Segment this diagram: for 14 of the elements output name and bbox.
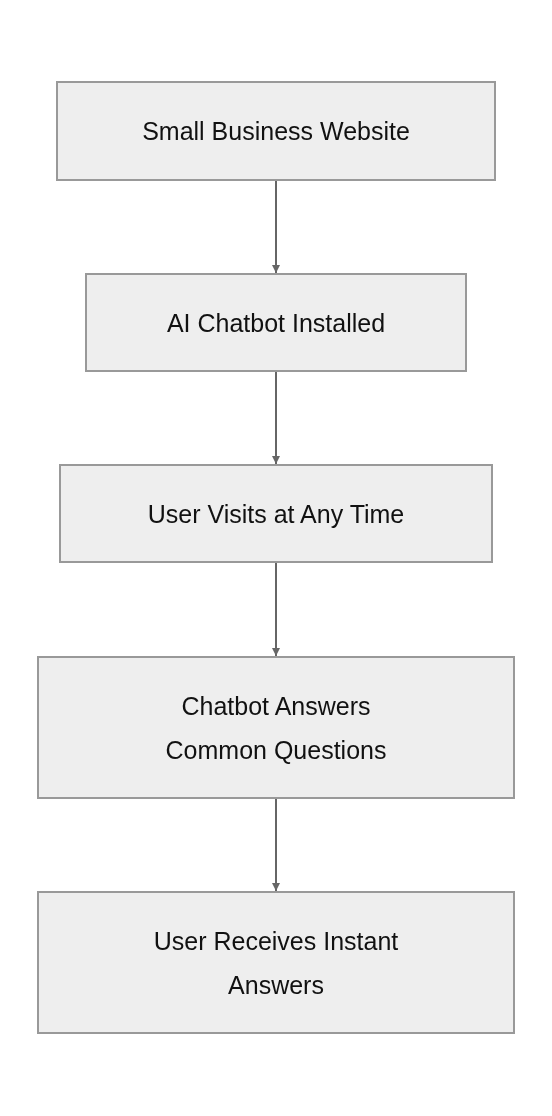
arrow <box>272 562 280 657</box>
step-label: User Visits at Any Time <box>146 498 406 530</box>
arrow <box>272 798 280 892</box>
arrow <box>272 371 280 465</box>
process-box <box>85 273 467 372</box>
step-label: AI Chatbot Installed <box>165 307 387 339</box>
arrow <box>272 180 280 274</box>
step-label: User Receives Instant Answers <box>152 925 400 1001</box>
process-box <box>59 464 493 563</box>
step-label: Small Business Website <box>141 116 411 147</box>
process-box <box>37 891 515 1034</box>
step-label: Chatbot Answers Common Questions <box>164 690 388 766</box>
process-box <box>56 81 496 181</box>
process-box <box>37 656 515 799</box>
